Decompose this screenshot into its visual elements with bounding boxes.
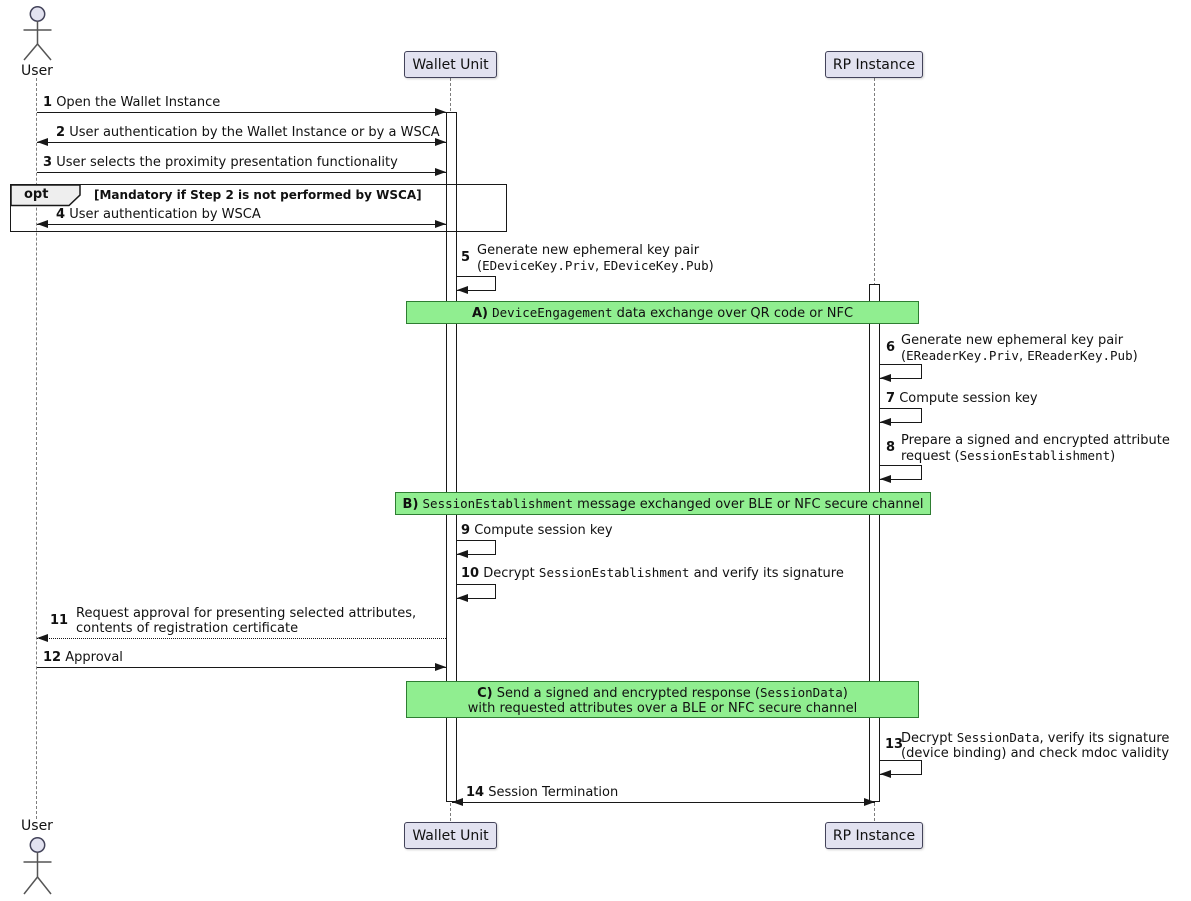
message-13-line2: (device binding) and check mdoc validity (901, 746, 1170, 761)
participant-wallet-unit-bottom: Wallet Unit (404, 822, 497, 849)
message-5-self-arrow (457, 276, 496, 291)
message-6-line1: Generate new ephemeral key pair (901, 333, 1124, 348)
message-5-label: Generate new ephemeral key pair (EDevice… (477, 243, 714, 274)
opt-fragment (10, 184, 507, 232)
activation-bar-rp (869, 284, 880, 802)
activation-bar-wallet (446, 112, 457, 802)
arrowhead-right (435, 108, 446, 116)
message-14-arrow (452, 802, 875, 803)
participant-rp-label: RP Instance (832, 56, 916, 73)
arrowhead-right (864, 798, 875, 806)
participant-rp-instance-top: RP Instance (825, 51, 923, 78)
arrowhead-right (435, 168, 446, 176)
message-9-label: 9 Compute session key (461, 523, 613, 538)
participant-rp-instance-bottom: RP Instance (825, 822, 923, 849)
message-13-label: Decrypt SessionData, verify its signatur… (901, 730, 1169, 761)
message-5-line1: Generate new ephemeral key pair (477, 243, 700, 258)
user-actor-icon-top (23, 6, 52, 61)
arrowhead-left (880, 418, 891, 426)
message-3-arrow (37, 172, 446, 173)
arrowhead-left (37, 220, 48, 228)
message-3-label: 3 User selects the proximity presentatio… (43, 155, 398, 170)
message-12-label: 12 Approval (43, 650, 123, 665)
message-6-self-arrow (880, 364, 922, 379)
message-6-line2: (EReaderKey.Priv, EReaderKey.Pub) (901, 348, 1138, 364)
opt-keyword: opt (24, 187, 49, 202)
actor-label-user-top: User (21, 63, 53, 79)
arrowhead-left (37, 138, 48, 146)
arrowhead-left (880, 770, 891, 778)
arrowhead-left (880, 374, 891, 382)
participant-wallet-unit-top: Wallet Unit (404, 51, 497, 78)
band-c: C) Send a signed and encrypted response … (406, 681, 919, 718)
message-5-line2: (EDeviceKey.Priv, EDeviceKey.Pub) (477, 258, 714, 274)
message-14-label: 14 Session Termination (466, 785, 619, 800)
message-8-line2: request (SessionEstablishment) (901, 448, 1116, 464)
message-11-arrow (37, 638, 446, 639)
message-11-label: Request approval for presenting selected… (76, 606, 416, 636)
message-13-self-arrow (880, 760, 922, 775)
opt-guard: [Mandatory if Step 2 is not performed by… (94, 188, 422, 202)
message-12-arrow (37, 667, 446, 668)
message-13-number: 13 (885, 737, 904, 752)
message-8-number: 8 (886, 440, 896, 455)
arrowhead-left (452, 798, 463, 806)
message-4-arrow (37, 224, 446, 225)
message-2-label: 2 User authentication by the Wallet Inst… (56, 125, 440, 140)
message-13-line1: Decrypt SessionData, verify its signatur… (901, 730, 1170, 746)
message-6-number: 6 (886, 340, 896, 355)
arrowhead-right (435, 220, 446, 228)
message-8-line1: Prepare a signed and encrypted attribute (901, 433, 1170, 448)
actor-label-user-bottom: User (21, 818, 53, 834)
message-7-label: 7 Compute session key (886, 391, 1038, 406)
message-1-arrow (37, 112, 446, 113)
opt-fragment-header (10, 184, 81, 207)
participant-wallet-label: Wallet Unit (412, 827, 489, 844)
message-8-self-arrow (880, 465, 922, 480)
message-1-label: 1 Open the Wallet Instance (43, 95, 221, 110)
message-8-label: Prepare a signed and encrypted attribute… (901, 433, 1170, 464)
user-actor-icon-bottom (23, 837, 52, 895)
arrowhead-left (37, 634, 48, 642)
message-10-self-arrow (457, 584, 496, 599)
message-7-self-arrow (880, 408, 922, 423)
message-2-arrow (37, 142, 446, 143)
message-5-number: 5 (461, 250, 471, 265)
band-c-line2: with requested attributes over a BLE or … (467, 701, 858, 716)
participant-rp-label: RP Instance (832, 827, 916, 844)
arrowhead-right (435, 138, 446, 146)
arrowhead-left (457, 594, 468, 602)
message-10-label: 10 Decrypt SessionEstablishment and veri… (461, 565, 844, 581)
arrowhead-left (457, 286, 468, 294)
band-b: B) SessionEstablishment message exchange… (395, 492, 931, 515)
message-6-label: Generate new ephemeral key pair (EReader… (901, 333, 1138, 364)
arrowhead-left (457, 550, 468, 558)
message-9-self-arrow (457, 540, 496, 555)
band-c-line1: C) Send a signed and encrypted response … (477, 685, 848, 701)
message-4-label: 4 User authentication by WSCA (56, 207, 261, 222)
message-11-line1: Request approval for presenting selected… (76, 606, 417, 621)
participant-wallet-label: Wallet Unit (412, 56, 489, 73)
arrowhead-right (435, 663, 446, 671)
message-11-number: 11 (50, 613, 69, 628)
band-a: A) DeviceEngagement data exchange over Q… (406, 301, 919, 324)
message-11-line2: contents of registration certificate (76, 621, 299, 636)
lifeline-user (36, 78, 37, 819)
arrowhead-left (880, 475, 891, 483)
